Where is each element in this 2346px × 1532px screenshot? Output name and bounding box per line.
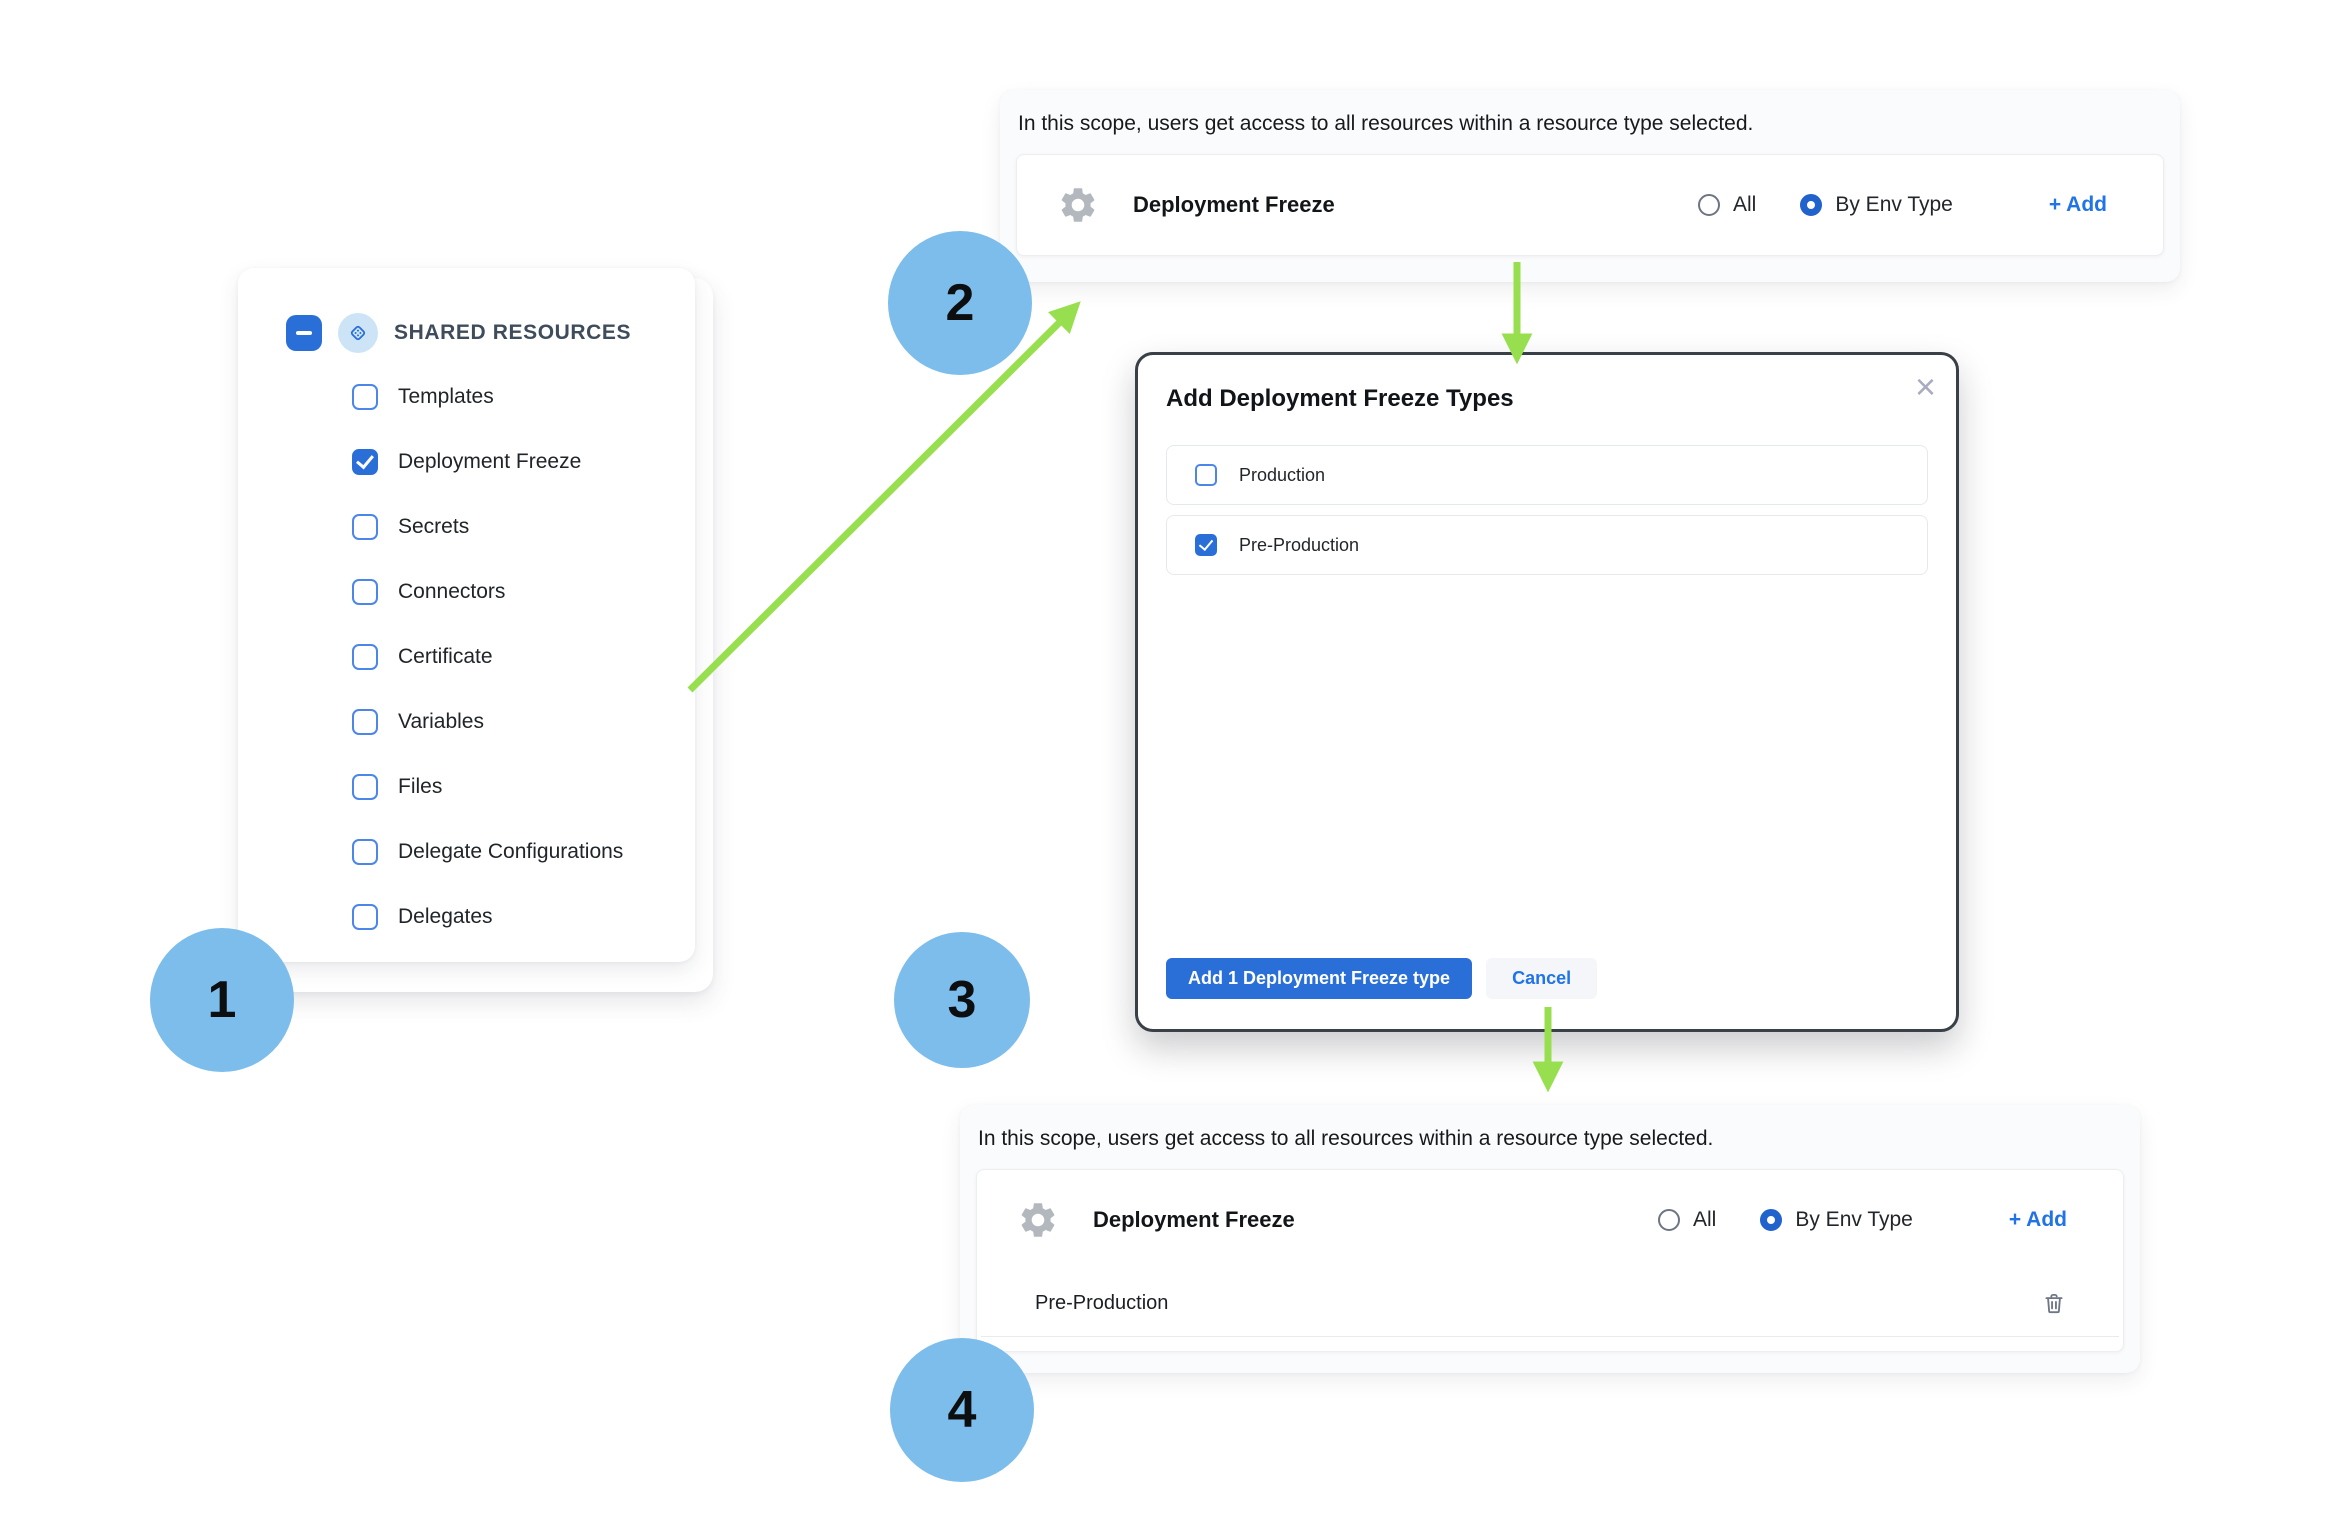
radio-all-icon[interactable] — [1698, 194, 1720, 216]
resources-diamond-icon — [350, 325, 366, 341]
card-spacer — [977, 1337, 2123, 1351]
list-item-secrets[interactable]: Secrets — [352, 494, 695, 559]
checkbox-icon[interactable] — [352, 708, 378, 735]
step-badge-3: 3 — [894, 932, 1030, 1068]
scope-panel-step4: In this scope, users get access to all r… — [960, 1105, 2140, 1373]
radio-option-all[interactable]: All — [1698, 193, 1756, 217]
checkbox-icon[interactable] — [352, 773, 378, 800]
checkbox-icon[interactable] — [352, 643, 378, 670]
add-deployment-freeze-modal: Add Deployment Freeze Types × Production… — [1135, 352, 1959, 1032]
radio-by-env-type-icon[interactable] — [1760, 1209, 1783, 1231]
checkbox-icon[interactable] — [352, 383, 378, 410]
scope-description: In this scope, users get access to all r… — [978, 1127, 1714, 1150]
checkbox-icon[interactable] — [1195, 464, 1217, 486]
shared-resources-header: SHARED RESOURCES — [286, 312, 695, 354]
add-freeze-type-button[interactable]: Add 1 Deployment Freeze type — [1166, 958, 1473, 999]
shared-resources-card: SHARED RESOURCES Templates Deployment Fr… — [238, 268, 695, 962]
close-icon[interactable]: × — [1914, 366, 1936, 407]
resource-type-title: Deployment Freeze — [1093, 1207, 1295, 1232]
selected-env-type-label: Pre-Production — [1035, 1291, 1169, 1314]
radio-option-by-env-type[interactable]: By Env Type — [1800, 193, 1953, 217]
add-button[interactable]: + Add — [2008, 1208, 2067, 1231]
divider — [981, 1336, 2119, 1337]
list-item-files[interactable]: Files — [352, 754, 695, 819]
checkbox-icon[interactable] — [1195, 534, 1217, 556]
scope-controls: All By Env Type + Add — [1698, 193, 2107, 217]
list-item-certificate[interactable]: Certificate — [352, 624, 695, 689]
radio-all-label: All — [1733, 193, 1757, 216]
arrow-step1-to-step2 — [687, 301, 1081, 693]
modal-footer: Add 1 Deployment Freeze type Cancel — [1166, 958, 1598, 999]
step-badge-4: 4 — [890, 1338, 1034, 1482]
shared-resources-panel: SHARED RESOURCES Templates Deployment Fr… — [238, 268, 713, 992]
shared-resources-title: SHARED RESOURCES — [394, 321, 632, 344]
radio-by-env-type-label: By Env Type — [1795, 1208, 1913, 1231]
list-item-delegate-configurations[interactable]: Delegate Configurations — [352, 819, 695, 884]
scope-controls: All By Env Type + Add — [1658, 1208, 2067, 1232]
resource-type-card: Deployment Freeze All By Env Type + Add — [1016, 154, 2164, 256]
scope-panel-step2: In this scope, users get access to all r… — [1000, 90, 2180, 282]
add-button[interactable]: + Add — [2048, 193, 2107, 216]
checkbox-icon[interactable] — [352, 513, 378, 540]
modal-row-pre-production[interactable]: Pre-Production — [1166, 515, 1928, 575]
resources-badge — [338, 313, 378, 353]
cancel-button[interactable]: Cancel — [1486, 958, 1598, 999]
modal-title: Add Deployment Freeze Types — [1166, 385, 1514, 412]
list-item-variables[interactable]: Variables — [352, 689, 695, 754]
gear-icon — [1061, 188, 1095, 222]
resource-type-card: Deployment Freeze All By Env Type + Add … — [976, 1169, 2124, 1352]
selected-env-type-row: Pre-Production — [977, 1270, 2123, 1336]
list-item-connectors[interactable]: Connectors — [352, 559, 695, 624]
radio-option-by-env-type[interactable]: By Env Type — [1760, 1208, 1913, 1232]
radio-option-all[interactable]: All — [1658, 1208, 1716, 1232]
delete-button[interactable] — [2041, 1290, 2067, 1316]
resource-type-row: Deployment Freeze All By Env Type + Add — [1017, 155, 2163, 255]
gear-icon — [1021, 1203, 1055, 1237]
list-item-templates[interactable]: Templates — [352, 364, 695, 429]
radio-all-label: All — [1693, 1208, 1717, 1231]
trash-icon — [2045, 1293, 2063, 1314]
minus-icon — [296, 331, 312, 335]
checkbox-icon[interactable] — [352, 448, 378, 475]
checkbox-icon[interactable] — [352, 838, 378, 865]
step-badge-2: 2 — [888, 231, 1032, 375]
checkbox-icon[interactable] — [352, 578, 378, 605]
radio-by-env-type-label: By Env Type — [1835, 193, 1953, 216]
modal-row-production[interactable]: Production — [1166, 445, 1928, 505]
radio-all-icon[interactable] — [1658, 1209, 1680, 1231]
scope-description: In this scope, users get access to all r… — [1018, 112, 1754, 135]
list-item-deployment-freeze[interactable]: Deployment Freeze — [352, 429, 695, 494]
checkbox-icon[interactable] — [352, 903, 378, 930]
resource-type-title: Deployment Freeze — [1133, 192, 1335, 217]
list-item-delegates[interactable]: Delegates — [352, 884, 695, 949]
collapse-button[interactable] — [286, 315, 322, 351]
freeze-type-list: Production Pre-Production — [1166, 445, 1928, 575]
shared-resources-list: Templates Deployment Freeze Secrets Conn… — [286, 364, 695, 949]
step-badge-1: 1 — [150, 928, 294, 1072]
radio-by-env-type-icon[interactable] — [1800, 194, 1823, 216]
resource-type-row: Deployment Freeze All By Env Type + Add — [977, 1170, 2123, 1270]
